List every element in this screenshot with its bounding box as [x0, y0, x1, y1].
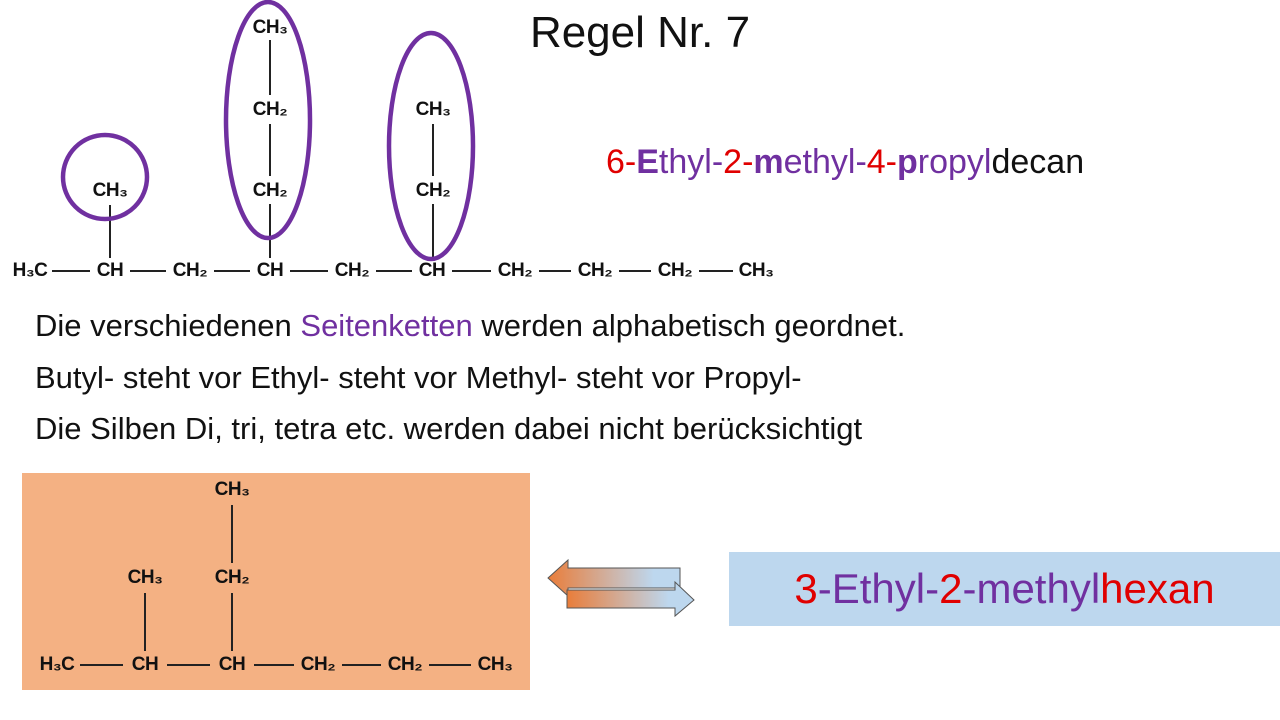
name-part: 2- — [723, 143, 754, 181]
text: werden alphabetisch geordnet. — [472, 308, 906, 343]
atom-group: CH₂ — [172, 260, 208, 281]
name-part: p — [897, 143, 918, 181]
atom-group: H₃C — [39, 654, 75, 675]
atom-group: CH₃ — [214, 479, 250, 500]
name-part: thyl- — [658, 143, 724, 181]
atom-group: H₃C — [12, 260, 48, 281]
atom-group: CH₂ — [497, 260, 533, 281]
atom-group: CH₃ — [738, 260, 774, 281]
branch-highlight-ellipses — [60, 0, 476, 262]
compound-name-top: 6-Ethyl-2-methyl-4-propyldecan — [606, 143, 1084, 182]
atom-group: CH₂ — [334, 260, 370, 281]
atom-group: CH₂ — [577, 260, 613, 281]
name-part: -methyl — [962, 565, 1101, 612]
atom-group: CH — [96, 260, 124, 281]
atom-group: CH₂ — [300, 654, 336, 675]
atom-group: CH₃ — [127, 567, 163, 588]
atom-group: CH₃ — [252, 17, 288, 38]
atom-group: CH — [256, 260, 284, 281]
atom-group: CH₂ — [415, 180, 451, 201]
atom-group: CH — [418, 260, 446, 281]
slide-title: Regel Nr. 7 — [529, 8, 751, 57]
atom-group: CH₃ — [92, 180, 128, 201]
text: Die verschiedenen — [35, 308, 301, 343]
name-part: ropyl — [917, 143, 992, 181]
atom-group: CH₂ — [252, 180, 288, 201]
name-part: hexan — [1100, 565, 1215, 612]
example-structure-box — [22, 473, 530, 690]
name-part: decan — [991, 143, 1085, 181]
name-part: 3 — [794, 565, 818, 612]
atom-group: CH₂ — [214, 567, 250, 588]
name-part: E — [636, 143, 659, 181]
name-part: -Ethyl- — [817, 565, 940, 612]
name-part: 4- — [866, 143, 897, 181]
atom-group: CH — [218, 654, 246, 675]
name-part: ethyl- — [783, 143, 867, 181]
name-part: m — [753, 143, 784, 181]
atom-group: CH₂ — [252, 99, 288, 120]
rule-text-line-1: Die verschiedenen Seitenketten werden al… — [35, 308, 905, 344]
atom-group: CH — [131, 654, 159, 675]
atom-group: CH₂ — [387, 654, 423, 675]
name-part: 6- — [606, 143, 637, 181]
atom-group: CH₃ — [415, 99, 451, 120]
rule-text-line-3: Die Silben Di, tri, tetra etc. werden da… — [35, 411, 863, 446]
rule-text-line-2: Butyl- steht vor Ethyl- steht vor Methyl… — [35, 360, 802, 395]
highlight-term: Seitenketten — [300, 308, 473, 343]
atom-group: CH₂ — [657, 260, 693, 281]
atom-group: CH₃ — [477, 654, 513, 675]
name-part: 2 — [939, 565, 963, 612]
